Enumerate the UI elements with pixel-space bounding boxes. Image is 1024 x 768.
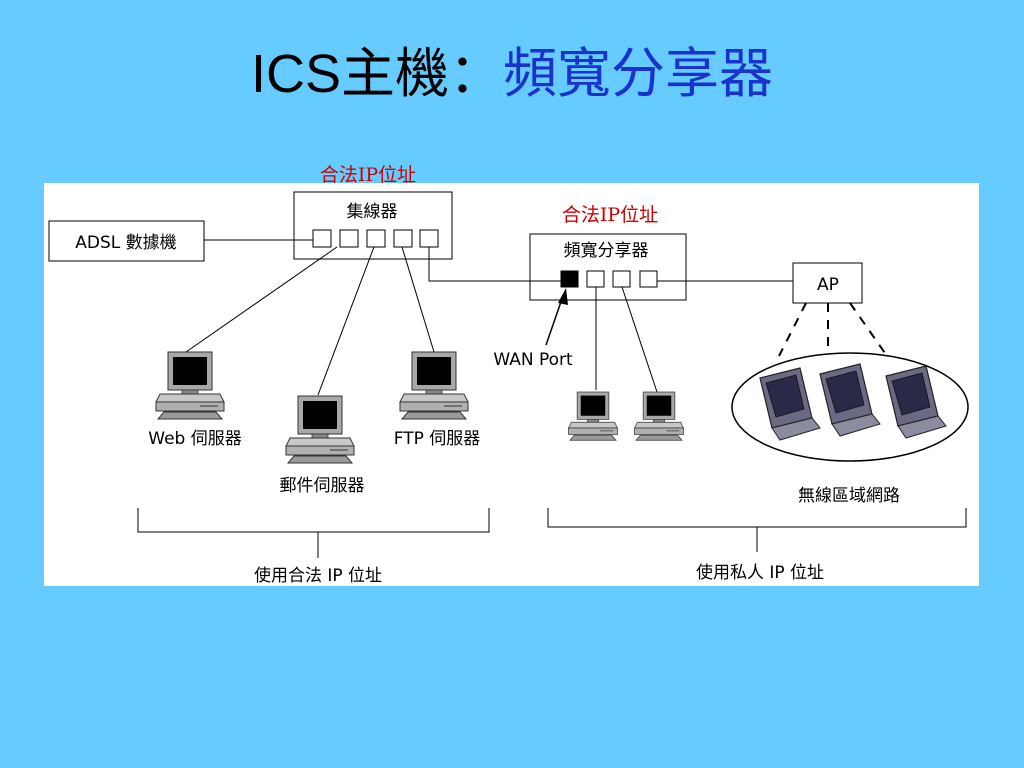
hub-port-icon: [339, 229, 359, 248]
hub-port-icon: [393, 229, 413, 248]
private-ip-group-label: 使用私人 IP 位址: [696, 562, 824, 583]
wireless-lan-label: 無線區域網路: [798, 486, 900, 506]
web-server-label: Web 伺服器: [148, 429, 241, 449]
hub-port-icon: [419, 229, 439, 248]
access-point: AP: [792, 262, 863, 304]
public-ip-label-router: 合法IP位址: [562, 204, 658, 226]
title-highlight: 頻寬分享器: [503, 42, 774, 105]
title-main: ICS主機：: [250, 44, 504, 104]
ftp-server-label: FTP 伺服器: [394, 429, 481, 449]
slide-title: ICS主機：頻寬分享器: [0, 34, 1024, 114]
public-ip-group-label: 使用合法 IP 位址: [254, 565, 382, 586]
private-ip-bracket: [547, 508, 967, 552]
access-point-label: AP: [817, 275, 839, 295]
adsl-modem-label: ADSL 數據機: [75, 233, 176, 253]
hub-label: 集線器: [347, 202, 398, 222]
hub-port-icon: [366, 229, 386, 248]
bandwidth-router: 頻寬分享器: [529, 233, 687, 301]
wan-port-label: WAN Port: [493, 350, 573, 370]
router-label: 頻寬分享器: [564, 241, 649, 261]
wan-port-arrow: [545, 288, 568, 346]
public-ip-bracket: [137, 508, 490, 558]
connection-lines: [185, 239, 793, 396]
mail-server-label: 郵件伺服器: [280, 476, 365, 496]
hub: 集線器: [293, 191, 453, 260]
hub-port-icon: [312, 229, 332, 248]
lan-port-icon: [586, 270, 605, 288]
wireless-links: [778, 302, 888, 357]
lan-port-icon: [639, 270, 658, 288]
public-ip-label-hub: 合法IP位址: [320, 164, 416, 186]
lan-port-icon: [612, 270, 631, 288]
wan-port-icon: [560, 270, 579, 288]
adsl-modem: ADSL 數據機: [48, 220, 205, 262]
